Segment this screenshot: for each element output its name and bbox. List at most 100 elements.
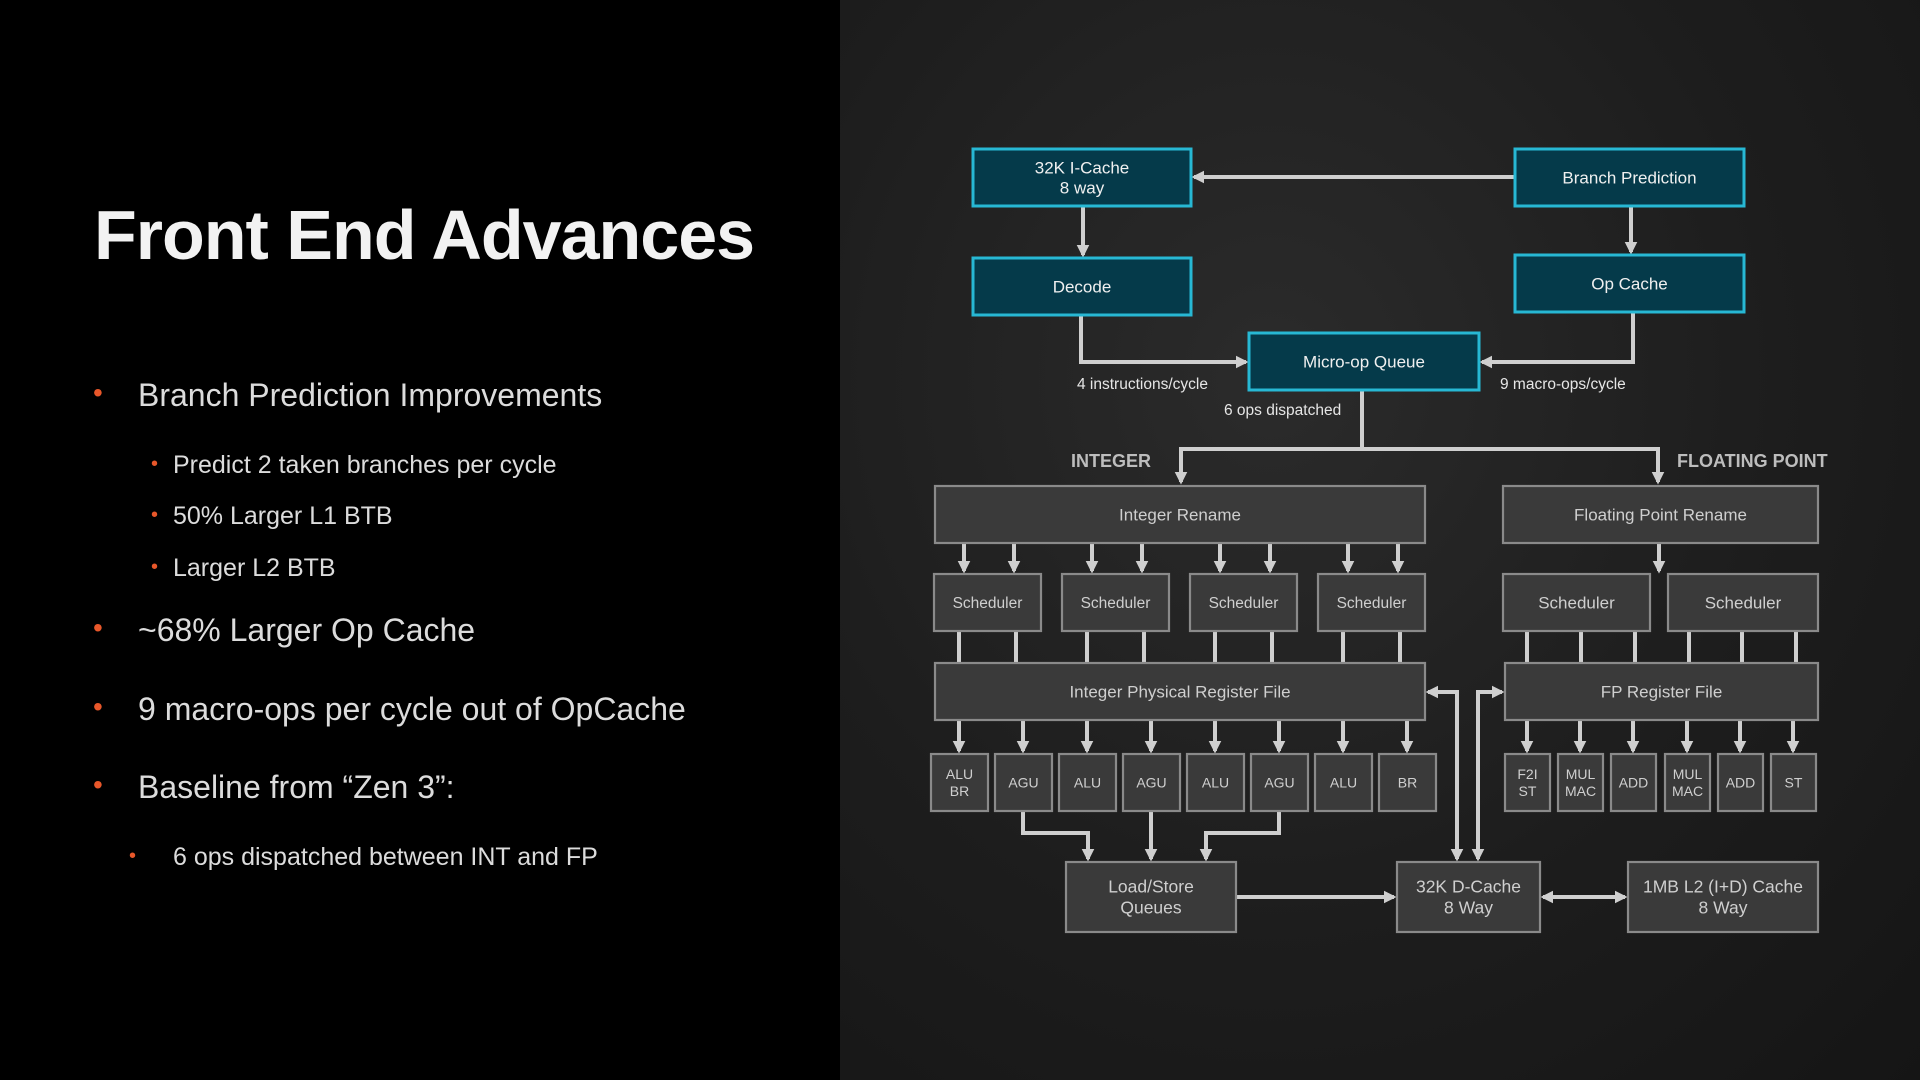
sub-bullet-item: • 6 ops dispatched between INT and FP xyxy=(129,843,598,872)
integer-scheduler-box-label: Scheduler xyxy=(1337,595,1407,612)
fp-scheduler-box xyxy=(1666,572,1820,633)
integer-exec-unit-box xyxy=(1185,752,1246,813)
integer-exec-unit-box xyxy=(993,752,1054,813)
dispatch-label: 6 ops dispatched xyxy=(1224,402,1341,419)
icache-box-label: 8 way xyxy=(1060,179,1105,198)
bullet-text: 9 macro-ops per cycle out of OpCache xyxy=(138,691,686,727)
integer-exec-unit-box-label: ALU xyxy=(1202,774,1229,790)
fp-exec-unit-box-label: F2I xyxy=(1517,766,1537,782)
bullet-text: 6 ops dispatched between INT and FP xyxy=(173,843,598,871)
slide-title: Front End Advances xyxy=(94,196,755,274)
bullet-dot-icon: • xyxy=(151,556,159,578)
fp-scheduler-box-label: Scheduler xyxy=(1538,593,1615,612)
integer-exec-unit-box xyxy=(1249,752,1310,813)
integer-exec-unit-box-label: BR xyxy=(1398,774,1417,790)
bullet-text: 50% Larger L1 BTB xyxy=(173,502,393,530)
bullet-text: Predict 2 taken branches per cycle xyxy=(173,451,557,479)
fp-rename-box xyxy=(1501,484,1820,545)
integer-exec-unit-box-label: AGU xyxy=(1008,774,1038,790)
opcache-rate-label: 9 macro-ops/cycle xyxy=(1500,376,1626,393)
integer-exec-unit-box-label: AGU xyxy=(1264,774,1294,790)
integer-rename-box xyxy=(933,484,1427,545)
fp-exec-unit-box-label: MAC xyxy=(1565,783,1596,799)
load-store-queues-box-label: Queues xyxy=(1120,898,1182,918)
bullet-dot-icon: • xyxy=(93,612,103,643)
integer-exec-unit-box-label: ALU xyxy=(1074,774,1101,790)
arrow-dcache-to-fp-rf xyxy=(1471,685,1505,862)
decode-box xyxy=(971,256,1193,317)
integer-scheduler-box-label: Scheduler xyxy=(953,595,1023,612)
fp-exec-unit-box xyxy=(1716,752,1765,813)
integer-exec-unit-box xyxy=(1057,752,1118,813)
load-store-queues-box xyxy=(1064,860,1238,934)
micro-op-queue-box xyxy=(1247,331,1481,392)
integer-exec-unit-box-label: ALU xyxy=(1330,774,1357,790)
fp-scheduler-box-label: Scheduler xyxy=(1705,593,1782,612)
fp-section-label: FLOATING POINT xyxy=(1677,451,1828,471)
integer-scheduler-box xyxy=(1188,572,1299,633)
integer-exec-unit-box xyxy=(929,752,990,813)
dcache-box-label: 8 Way xyxy=(1444,898,1493,918)
arrow-decode-to-queue xyxy=(1079,315,1249,369)
arrow-agu-to-lsq xyxy=(1199,811,1281,862)
fp-rename-box-label: Floating Point Rename xyxy=(1574,505,1747,524)
text-panel xyxy=(0,0,840,1080)
fp-register-file-box xyxy=(1503,661,1820,722)
fp-exec-unit-box xyxy=(1769,752,1818,813)
bullet-item: • Branch Prediction Improvements xyxy=(93,377,603,414)
micro-op-queue-box-label: Micro-op Queue xyxy=(1303,352,1425,371)
fp-register-file-box-label: FP Register File xyxy=(1601,682,1723,701)
arrow-opcache-to-queue xyxy=(1479,312,1635,369)
fp-exec-unit-box-label: ST xyxy=(1785,774,1803,790)
l2-cache-box-label: 8 Way xyxy=(1699,898,1748,918)
fp-exec-unit-box-label: ADD xyxy=(1619,774,1649,790)
bullet-text: Larger L2 BTB xyxy=(173,554,336,582)
l2-cache-box xyxy=(1626,860,1820,934)
integer-exec-unit-box xyxy=(1377,752,1438,813)
bullet-text: Branch Prediction Improvements xyxy=(138,377,603,413)
bullet-dot-icon: • xyxy=(151,453,159,475)
fp-scheduler-box xyxy=(1501,572,1652,633)
integer-scheduler-box-label: Scheduler xyxy=(1081,595,1151,612)
icache-box-label: 32K I-Cache xyxy=(1035,158,1130,177)
integer-prf-box-label: Integer Physical Register File xyxy=(1069,682,1290,701)
fp-exec-unit-box xyxy=(1663,752,1712,813)
fp-exec-unit-box-label: MUL xyxy=(1566,766,1596,782)
box-layer xyxy=(929,147,1820,934)
integer-exec-unit-box-label: ALU xyxy=(946,766,973,782)
integer-exec-unit-box xyxy=(1313,752,1374,813)
arrow-agu-to-lsq xyxy=(1021,811,1095,862)
fp-exec-unit-box-label: MAC xyxy=(1672,783,1703,799)
branch-prediction-box xyxy=(1513,147,1746,208)
integer-scheduler-box xyxy=(1060,572,1171,633)
decode-rate-label: 4 instructions/cycle xyxy=(1077,376,1208,393)
bullet-dot-icon: • xyxy=(93,691,103,722)
bullet-item: • ~68% Larger Op Cache xyxy=(93,612,476,649)
bullet-dot-icon: • xyxy=(129,845,137,867)
dcache-box-label: 32K D-Cache xyxy=(1416,877,1521,897)
fp-exec-unit-box-label: ADD xyxy=(1726,774,1756,790)
load-store-queues-box-label: Load/Store xyxy=(1108,877,1194,897)
fp-exec-unit-box xyxy=(1556,752,1605,813)
integer-prf-box xyxy=(933,661,1427,722)
fp-exec-unit-box xyxy=(1609,752,1658,813)
integer-scheduler-box-label: Scheduler xyxy=(1209,595,1279,612)
connector-layer xyxy=(952,170,1800,904)
fp-exec-unit-box-label: MUL xyxy=(1673,766,1703,782)
bullet-item: • 9 macro-ops per cycle out of OpCache xyxy=(93,691,686,728)
branch-prediction-box-label: Branch Prediction xyxy=(1562,168,1696,187)
bullet-dot-icon: • xyxy=(93,769,103,800)
integer-exec-unit-box xyxy=(1121,752,1182,813)
integer-exec-unit-box-label: BR xyxy=(950,783,969,799)
fp-exec-unit-box-label: ST xyxy=(1519,783,1537,799)
op-cache-box-label: Op Cache xyxy=(1591,274,1668,293)
bullet-dot-icon: • xyxy=(151,504,159,526)
l2-cache-box-label: 1MB L2 (I+D) Cache xyxy=(1643,877,1803,897)
icache-box xyxy=(971,147,1193,208)
arrow-dispatch-int xyxy=(1174,447,1362,485)
bullet-text: ~68% Larger Op Cache xyxy=(138,612,476,648)
integer-scheduler-box xyxy=(1316,572,1427,633)
bullet-dot-icon: • xyxy=(93,377,103,408)
